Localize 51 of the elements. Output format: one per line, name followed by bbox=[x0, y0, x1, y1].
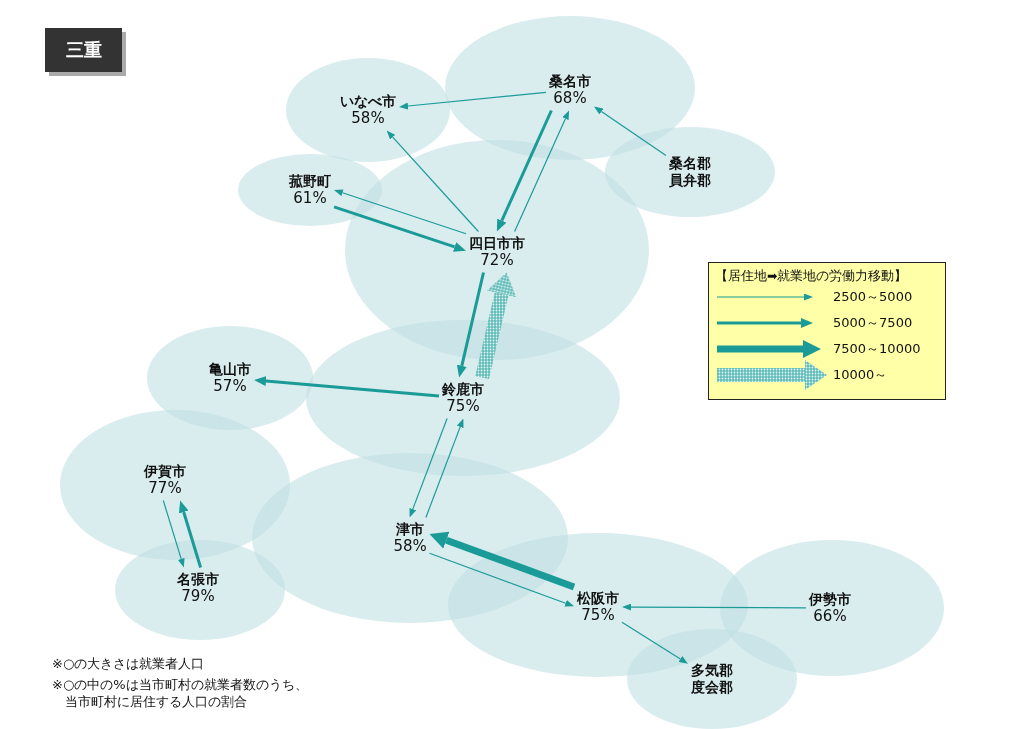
flow-arrow bbox=[333, 189, 467, 235]
place-name: いなべ市 bbox=[340, 92, 396, 110]
flow-arrow bbox=[456, 272, 485, 378]
legend-label: 5000～7500 bbox=[833, 314, 913, 332]
place-name: 名張市 bbox=[177, 570, 219, 588]
place-name: 伊賀市 bbox=[144, 462, 186, 480]
percentage-label: 68% bbox=[552, 89, 588, 108]
flow-arrow bbox=[475, 272, 517, 380]
flow-arrow bbox=[178, 500, 203, 568]
percentage-label: 61% bbox=[292, 189, 328, 208]
flow-arrow bbox=[514, 110, 570, 233]
flow-arrow bbox=[254, 376, 440, 398]
flow-arrow bbox=[428, 552, 575, 607]
legend-heading: 【居住地➡就業地の労働力移動】 bbox=[715, 268, 908, 285]
legend-label: 2500～5000 bbox=[833, 288, 913, 306]
flow-arrow bbox=[399, 91, 547, 110]
legend-label: 7500～10000 bbox=[833, 340, 921, 358]
place-name: 多気郡 bbox=[691, 662, 733, 679]
place-name: 四日市市 bbox=[469, 234, 525, 252]
flow-arrow bbox=[593, 106, 667, 157]
percentage-label: 66% bbox=[812, 607, 848, 626]
footnote: ※○の大きさは就業者人口 bbox=[52, 656, 205, 673]
percentage-label: 58% bbox=[350, 109, 386, 128]
place-name: 桑名郡 bbox=[669, 155, 711, 172]
place-name: 菰野町 bbox=[289, 172, 331, 190]
flow-arrow bbox=[162, 499, 185, 568]
percentage-label: 57% bbox=[212, 377, 248, 396]
place-name: 松阪市 bbox=[577, 589, 619, 607]
place-name: 亀山市 bbox=[209, 360, 251, 378]
place-name: 鈴鹿市 bbox=[442, 380, 484, 398]
flow-arrow bbox=[333, 205, 466, 252]
flow-arrow bbox=[622, 603, 807, 611]
percentage-label: 79% bbox=[180, 587, 216, 606]
percentage-label: 75% bbox=[445, 397, 481, 416]
percentage-label: 77% bbox=[147, 479, 183, 498]
legend-label: 10000～ bbox=[833, 366, 888, 384]
percentage-label: 75% bbox=[580, 606, 616, 625]
percentage-label: 58% bbox=[393, 537, 427, 556]
place-name: 桑名市 bbox=[549, 72, 591, 90]
place-name: 員弁郡 bbox=[669, 171, 711, 189]
flow-arrow bbox=[429, 531, 576, 591]
footnote: ※○の中の%は当市町村の就業者数のうち、当市町村に居住する人口の割合 bbox=[52, 677, 309, 711]
percentage-label: 72% bbox=[479, 251, 515, 270]
place-name: 度会郡 bbox=[691, 678, 733, 696]
flow-arrow bbox=[496, 109, 553, 232]
place-name: 伊勢市 bbox=[809, 590, 851, 608]
flow-arrow bbox=[386, 130, 479, 233]
flow-arrow bbox=[621, 621, 688, 664]
place-name: 津市 bbox=[395, 520, 426, 538]
flow-arrow bbox=[409, 417, 448, 518]
flow-arrow bbox=[425, 418, 464, 519]
